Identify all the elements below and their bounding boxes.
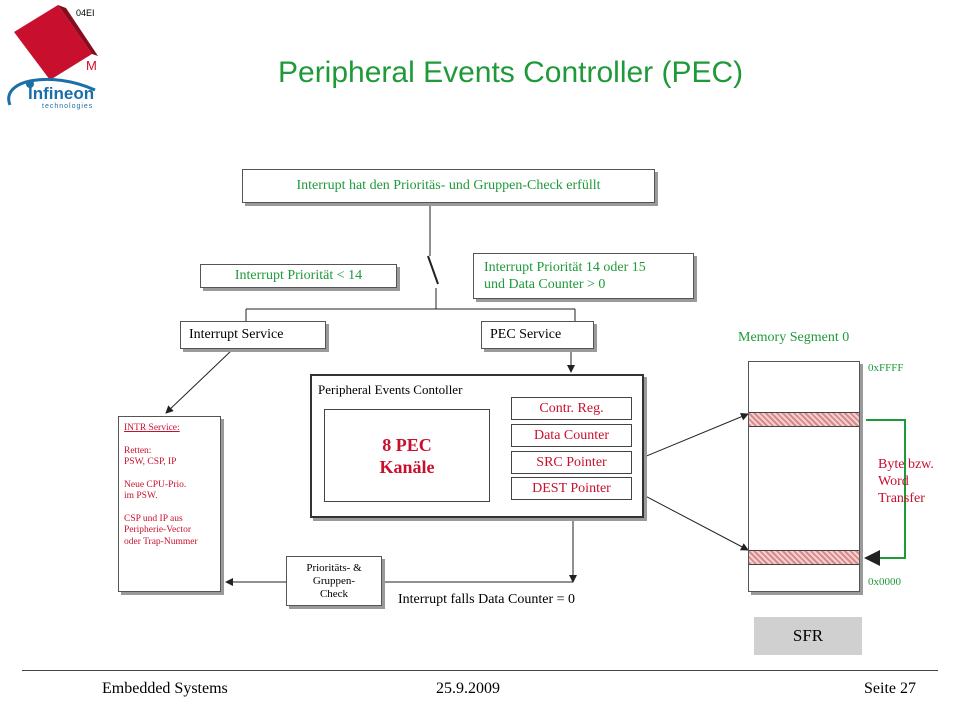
memory-hatch-top [749,412,859,427]
register-contr: Contr. Reg. [511,397,632,420]
register-data-counter: Data Counter [511,424,632,447]
intr-line-3: Neue CPU-Prio. [124,479,187,490]
transfer-line1: Byte bzw. [878,457,934,472]
intr-service-heading: INTR Service: [124,423,180,433]
transfer-bracket [866,419,906,559]
pec-channels-line1: 8 PEC [382,434,432,455]
interrupt-service-box: Interrupt Service [180,321,326,349]
prio-check-line2: Gruppen- [312,574,356,587]
intr-line-5 [124,503,215,514]
sfr-text: SFR [792,626,824,645]
prio-low-text: Interrupt Priorität < 14 [234,268,363,283]
page-title: Peripheral Events Controller (PEC) [278,56,744,89]
sfr-box: SFR [754,617,862,655]
prio-high-line1: Interrupt Priorität 14 oder 15 [484,260,646,275]
switch-lever [427,255,439,285]
prio-low-box: Interrupt Priorität < 14 [200,264,397,288]
prio-check-line1: Prioritäts- & [306,561,362,574]
logo-red-shade [58,5,98,56]
register-dest-pointer: DEST Pointer [511,477,632,500]
pec-service-text: PEC Service [490,327,562,342]
intr-line-7: Peripherie-Vector [124,525,191,535]
company-logo: 04EI M Infineon technologies [0,0,120,125]
address-high: 0xFFFF [868,362,904,374]
footer-date: 25.9.2009 [436,680,500,697]
pec-service-box: PEC Service [481,321,594,349]
logo-code: 04EI [76,8,95,18]
transfer-label: Byte bzw. Word Transfer [878,456,934,507]
interrupt-zero-label: Interrupt falls Data Counter = 0 [398,592,576,607]
memory-segment-label: Memory Segment 0 [738,330,850,345]
transfer-line2: Word [878,474,909,489]
intr-service-box: INTR Service: Retten: PSW, CSP, IP Neue … [118,416,221,592]
footer-page: Seite 27 [864,680,916,697]
top-condition-text: Interrupt hat den Prioritäs- und Gruppen… [296,178,601,193]
prio-high-box: Interrupt Priorität 14 oder 15 und Data … [473,253,694,299]
interrupt-service-text: Interrupt Service [189,327,284,342]
logo-graphic [7,5,98,106]
footer-left: Embedded Systems [102,680,228,697]
logo-dot [26,80,34,88]
pec-channels-box: 8 PEC Kanäle [324,409,490,502]
logo-sub: technologies [42,103,94,110]
footer-divider [22,670,938,671]
intr-line-8: oder Trap-Nummer [124,536,198,547]
logo-red-shape [14,5,92,80]
arrow-dest-to-memory [631,488,749,551]
top-condition-box: Interrupt hat den Prioritäs- und Gruppen… [242,169,655,203]
intr-line-0: Retten: [124,445,152,456]
arrow-interrupt-service-to-intr [165,349,233,414]
pec-controller-label: Peripheral Events Contoller [318,382,463,397]
memory-hatch-bottom [749,550,859,565]
transfer-line3: Transfer [878,491,925,506]
intr-line-4: im PSW. [124,491,158,501]
arrow-src-to-memory [631,412,749,463]
address-low: 0x0000 [868,576,901,588]
prio-high-line2: und Data Counter > 0 [484,277,606,292]
prio-check-line3: Check [319,587,349,600]
logo-mark: M [86,58,97,73]
register-src-pointer: SRC Pointer [511,451,632,474]
intr-line-2 [124,469,215,480]
intr-line-6: CSP und IP aus [124,513,183,524]
prio-check-box: Prioritäts- & Gruppen- Check [286,556,382,606]
pec-channels-line2: Kanäle [379,456,435,477]
logo-brand: Infineon [28,84,95,103]
memory-segment-box [748,361,860,592]
intr-line-1: PSW, CSP, IP [124,457,177,467]
